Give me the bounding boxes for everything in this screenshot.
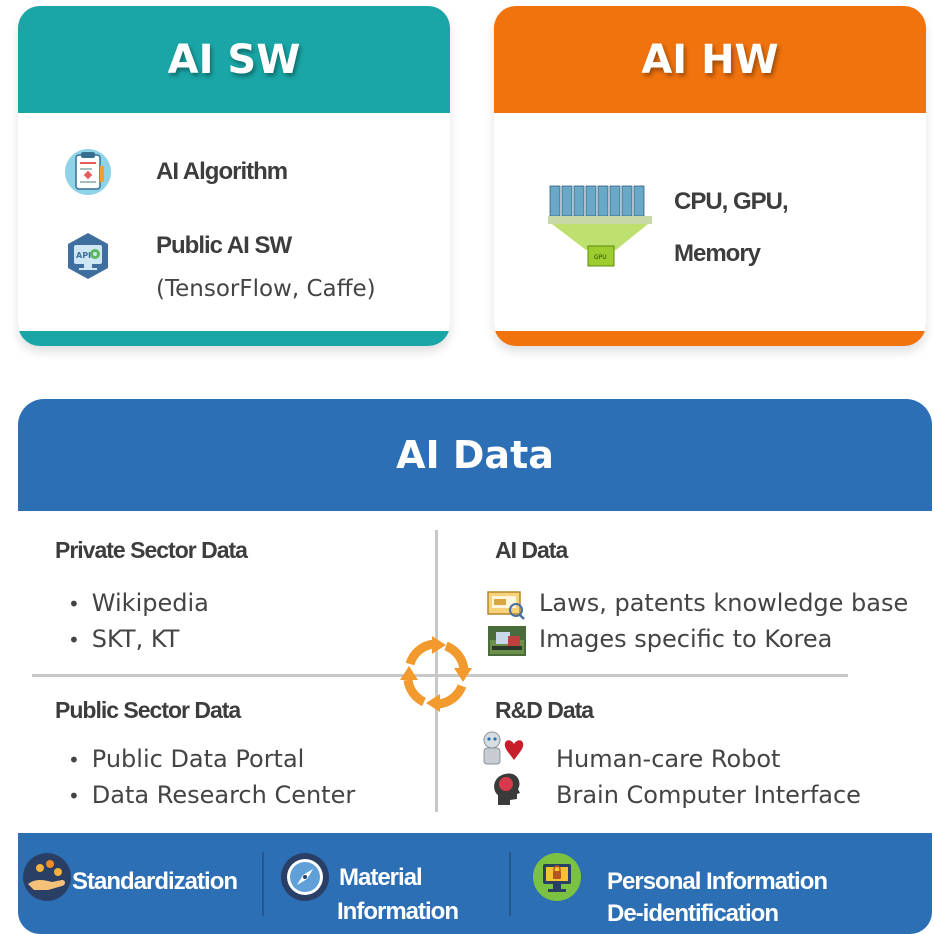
knowledge-base-icon (486, 590, 526, 620)
private-sector-title: Private Sector Data (55, 537, 248, 563)
image-photo-icon (488, 626, 526, 656)
cycle-arrows-icon (390, 628, 482, 720)
quadrant-horizontal-divider (32, 674, 848, 677)
hw-label-line1: CPU, GPU, (674, 188, 789, 215)
ai-hw-card: AI HW (494, 6, 926, 346)
bottom-separator (262, 852, 264, 916)
ai-data-quadrant-title: AI Data (495, 537, 568, 563)
personal-info-label-line2: De-identification (607, 900, 779, 927)
ai-data-section: AI Data (18, 399, 932, 934)
ai-algorithm-label: AI Algorithm (156, 158, 288, 185)
standardization-label: Standardization (72, 868, 238, 895)
svg-text:API: API (76, 251, 91, 260)
bottom-separator (509, 852, 511, 916)
public-sector-title: Public Sector Data (55, 697, 241, 723)
ai-data-item: Images specific to Korea (539, 625, 833, 653)
ai-data-title: AI Data (18, 399, 932, 511)
hw-label-line2: Memory (674, 240, 761, 267)
gpu-cluster-icon: GPU (546, 184, 656, 268)
svg-text:GPU: GPU (594, 254, 607, 261)
api-monitor-icon: API (64, 232, 112, 280)
public-ai-sw-label: Public AI SW (156, 232, 292, 259)
robot-heart-icon (478, 730, 528, 766)
private-sector-item: Wikipedia (68, 589, 209, 617)
public-ai-sw-sub: (TensorFlow, Caffe) (156, 276, 376, 302)
ai-hw-title: AI HW (641, 36, 779, 83)
algorithm-doc-icon (64, 148, 112, 196)
bottom-bar (18, 833, 932, 934)
quadrant-vertical-divider (435, 530, 438, 812)
compass-icon (280, 852, 330, 902)
rd-data-item: Brain Computer Interface (556, 781, 861, 809)
brain-head-icon (492, 771, 522, 807)
ai-sw-title: AI SW (167, 36, 301, 83)
material-info-label-line2: Information (337, 898, 459, 925)
ai-data-item: Laws, patents knowledge base (539, 589, 909, 617)
rd-data-title: R&D Data (495, 697, 594, 723)
public-sector-item: Public Data Portal (68, 745, 305, 773)
private-sector-item: SKT, KT (68, 625, 180, 653)
personal-info-label-line1: Personal Information (607, 868, 828, 895)
material-info-label-line1: Material (339, 864, 423, 891)
lock-screen-icon (532, 852, 582, 902)
public-sector-item: Data Research Center (68, 781, 355, 809)
standardization-hand-icon (22, 852, 72, 902)
rd-data-item: Human-care Robot (556, 745, 781, 773)
